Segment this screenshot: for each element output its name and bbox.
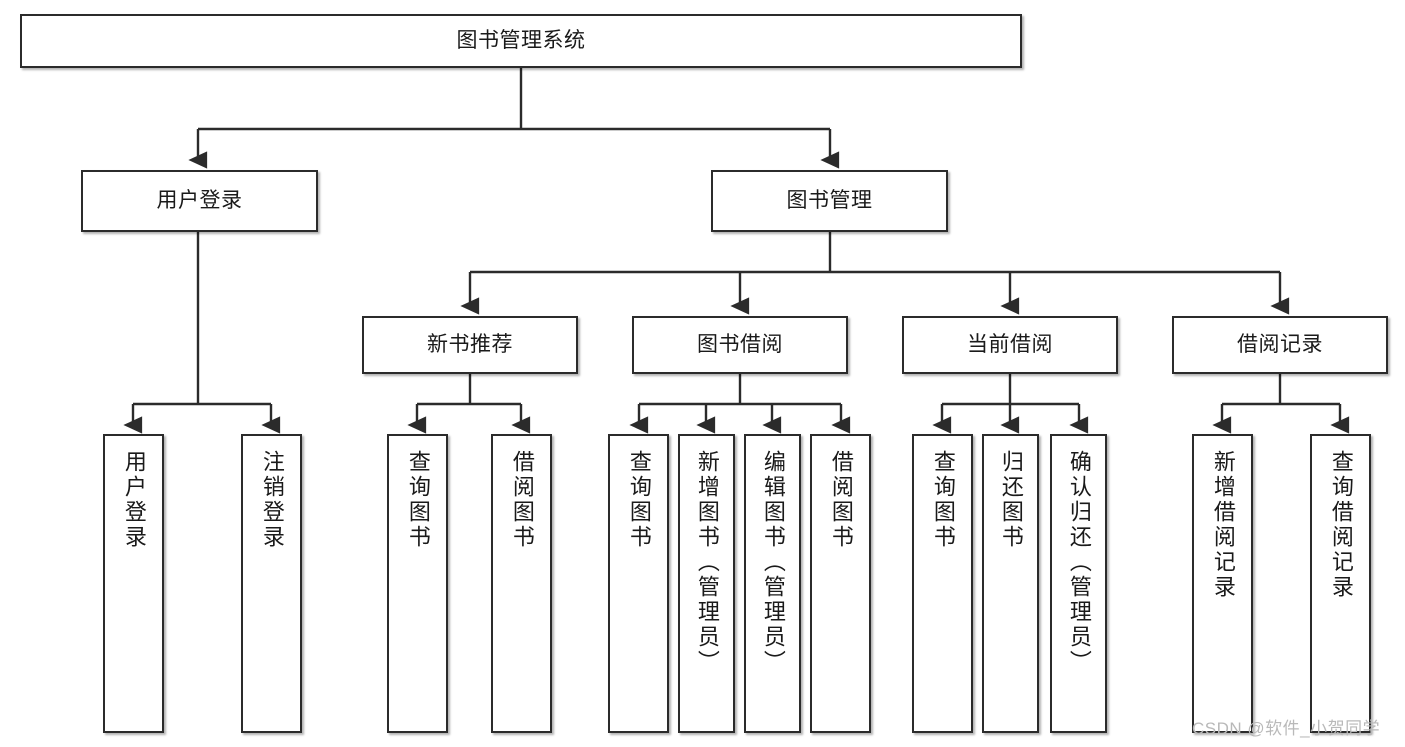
leaf-query-book-current-label: 查询图书 (930, 450, 956, 550)
leaf-borrow-book-label: 借阅图书 (828, 450, 854, 550)
node-current-borrow[interactable]: 当前借阅 (902, 316, 1118, 374)
leaf-borrow-book-recommend-label: 借阅图书 (509, 450, 535, 550)
leaf-edit-book-admin-label: 编辑图书（管理员） (760, 450, 786, 675)
leaf-add-borrow-record[interactable]: 新增借阅记录 (1192, 434, 1253, 733)
node-book-management[interactable]: 图书管理 (711, 170, 948, 232)
leaf-query-book-borrow-label: 查询图书 (626, 450, 652, 550)
node-borrow-record-label: 借阅记录 (1237, 333, 1323, 357)
leaf-query-book-current[interactable]: 查询图书 (912, 434, 973, 733)
node-root-label: 图书管理系统 (456, 29, 586, 53)
leaf-add-book-admin[interactable]: 新增图书（管理员） (678, 434, 735, 733)
node-book-borrow-label: 图书借阅 (697, 333, 783, 357)
leaf-add-book-admin-label: 新增图书（管理员） (694, 450, 720, 675)
leaf-logout-label: 注销登录 (259, 450, 285, 550)
leaf-edit-book-admin[interactable]: 编辑图书（管理员） (744, 434, 801, 733)
node-user-login[interactable]: 用户登录 (81, 170, 318, 232)
node-borrow-record[interactable]: 借阅记录 (1172, 316, 1388, 374)
node-user-login-label: 用户登录 (156, 189, 243, 213)
leaf-query-borrow-record-label: 查询借阅记录 (1328, 450, 1354, 600)
leaf-user-login-label: 用户登录 (121, 450, 147, 550)
leaf-query-book-borrow[interactable]: 查询图书 (608, 434, 669, 733)
node-root[interactable]: 图书管理系统 (20, 14, 1022, 68)
leaf-add-borrow-record-label: 新增借阅记录 (1210, 450, 1236, 600)
leaf-query-book-recommend-label: 查询图书 (405, 450, 431, 550)
leaf-borrow-book-recommend[interactable]: 借阅图书 (491, 434, 552, 733)
leaf-query-borrow-record[interactable]: 查询借阅记录 (1310, 434, 1371, 733)
node-current-borrow-label: 当前借阅 (967, 333, 1053, 357)
node-book-management-label: 图书管理 (786, 189, 873, 213)
node-book-borrow[interactable]: 图书借阅 (632, 316, 848, 374)
leaf-return-book[interactable]: 归还图书 (982, 434, 1039, 733)
watermark: CSDN @软件_小贺同学 (1192, 719, 1381, 738)
leaf-return-book-label: 归还图书 (998, 450, 1024, 550)
leaf-confirm-return-admin[interactable]: 确认归还（管理员） (1050, 434, 1107, 733)
leaf-query-book-recommend[interactable]: 查询图书 (387, 434, 448, 733)
leaf-logout[interactable]: 注销登录 (241, 434, 302, 733)
leaf-borrow-book[interactable]: 借阅图书 (810, 434, 871, 733)
leaf-user-login[interactable]: 用户登录 (103, 434, 164, 733)
leaf-confirm-return-admin-label: 确认归还（管理员） (1066, 450, 1092, 675)
node-new-book-recommend[interactable]: 新书推荐 (362, 316, 578, 374)
node-new-book-recommend-label: 新书推荐 (427, 333, 513, 357)
